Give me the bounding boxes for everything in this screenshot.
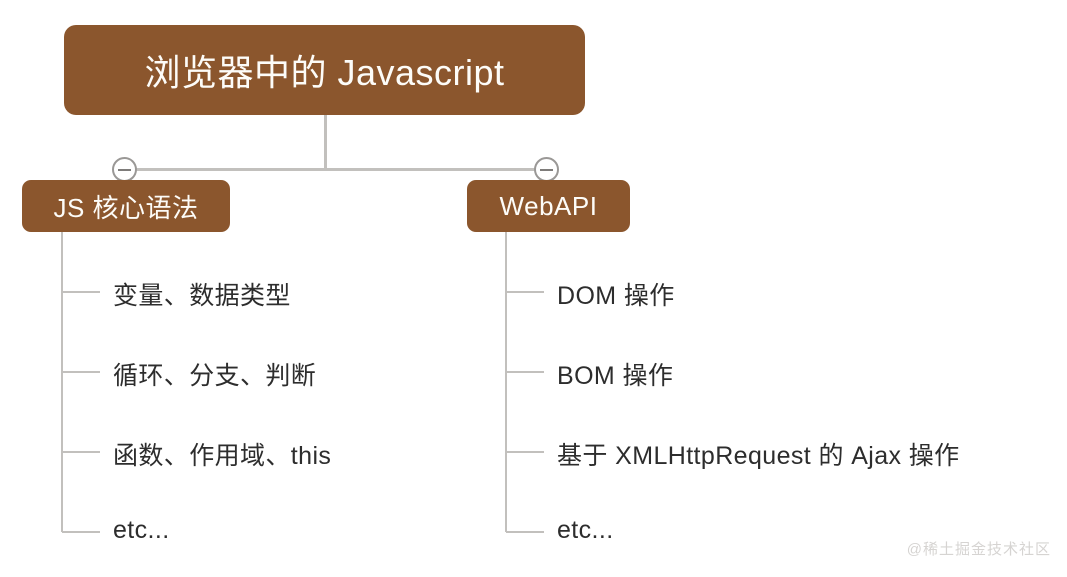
connector-dash-web-1	[506, 371, 544, 373]
mindmap-leaf-js-2[interactable]: 函数、作用域、this	[113, 442, 332, 470]
minus-circle-icon-js-core[interactable]	[112, 157, 137, 182]
connector-dash-web-3	[506, 531, 544, 533]
connector-trunk-js-core	[61, 232, 63, 532]
mindmap-leaf-web-3[interactable]: etc...	[557, 516, 614, 544]
mindmap-leaf-js-0[interactable]: 变量、数据类型	[113, 282, 291, 310]
connector-level1-bus	[124, 168, 548, 171]
mindmap-root-node[interactable]: 浏览器中的 Javascript	[64, 25, 585, 115]
connector-dash-web-2	[506, 451, 544, 453]
mindmap-branch-label-js-core: JS 核心语法	[53, 192, 199, 223]
mindmap-branch-node-webapi[interactable]: WebAPI	[467, 180, 630, 232]
mindmap-leaf-web-0[interactable]: DOM 操作	[557, 282, 675, 310]
connector-dash-js-1	[62, 371, 100, 373]
mindmap-leaf-web-1[interactable]: BOM 操作	[557, 362, 674, 390]
connector-root-stem	[324, 115, 327, 170]
mindmap-branch-node-js-core[interactable]: JS 核心语法	[22, 180, 230, 232]
mindmap-leaf-js-3[interactable]: etc...	[113, 516, 170, 544]
connector-dash-js-0	[62, 291, 100, 293]
connector-trunk-webapi	[505, 232, 507, 532]
connector-dash-js-3	[62, 531, 100, 533]
watermark-text: @稀土掘金技术社区	[906, 541, 1051, 558]
mindmap-root-label: 浏览器中的 Javascript	[144, 52, 505, 93]
minus-circle-icon-webapi[interactable]	[534, 157, 559, 182]
connector-dash-web-0	[506, 291, 544, 293]
mindmap-leaf-web-2[interactable]: 基于 XMLHttpRequest 的 Ajax 操作	[557, 442, 960, 470]
mindmap-branch-label-webapi: WebAPI	[499, 190, 598, 221]
connector-dash-js-2	[62, 451, 100, 453]
mindmap-leaf-js-1[interactable]: 循环、分支、判断	[113, 362, 317, 390]
